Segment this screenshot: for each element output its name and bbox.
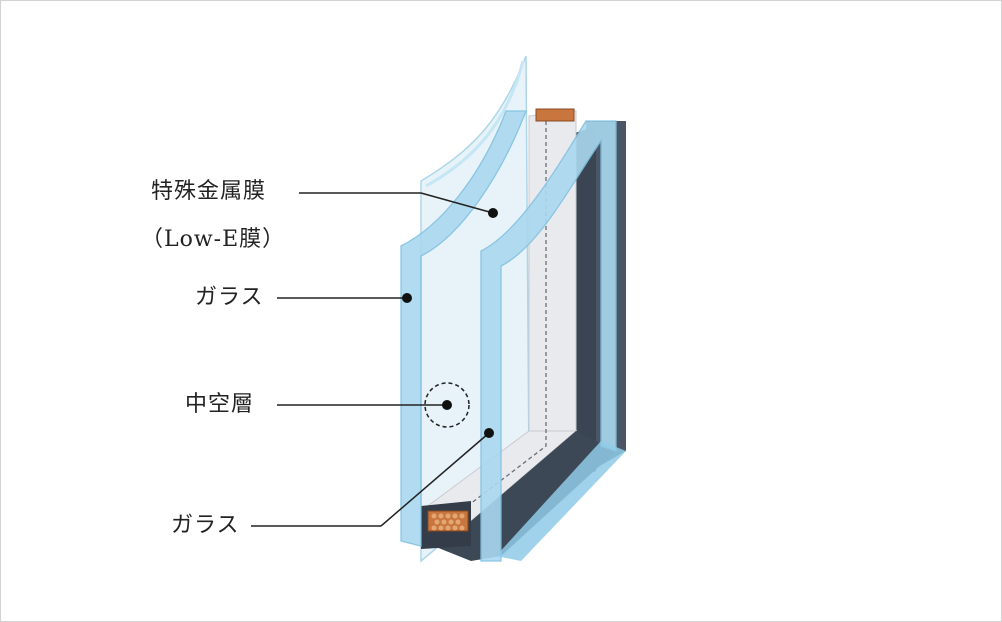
spacer-dashed-line (460, 121, 547, 512)
right-glass-edge (496, 441, 626, 561)
back-glass-pane (420, 55, 530, 563)
label-air-layer: 中空層 (185, 392, 255, 417)
desiccant-bottom-texture (431, 513, 465, 531)
label-metal-film-line1: 特殊金属膜 (151, 179, 267, 204)
pointer-dot-glass-inner (484, 428, 494, 438)
desiccant-top (535, 108, 575, 122)
pointer-dot-metal-film (488, 208, 498, 218)
pointer-dot-glass-outer (402, 293, 412, 303)
label-glass-outer: ガラス (195, 285, 264, 310)
label-metal-film-line2: （Low-E膜） (141, 227, 286, 252)
label-glass-inner: ガラス (171, 513, 240, 538)
leader-line-glass-inner-diag (380, 432, 490, 527)
desiccant-bottom (427, 510, 469, 532)
leader-line-metal-film-diag (420, 192, 494, 214)
front-outer-glass-pane (400, 110, 527, 547)
back-glass-curl-highlight (425, 60, 525, 188)
air-layer-marker (424, 382, 470, 428)
pointer-dot-air-layer (442, 400, 452, 410)
